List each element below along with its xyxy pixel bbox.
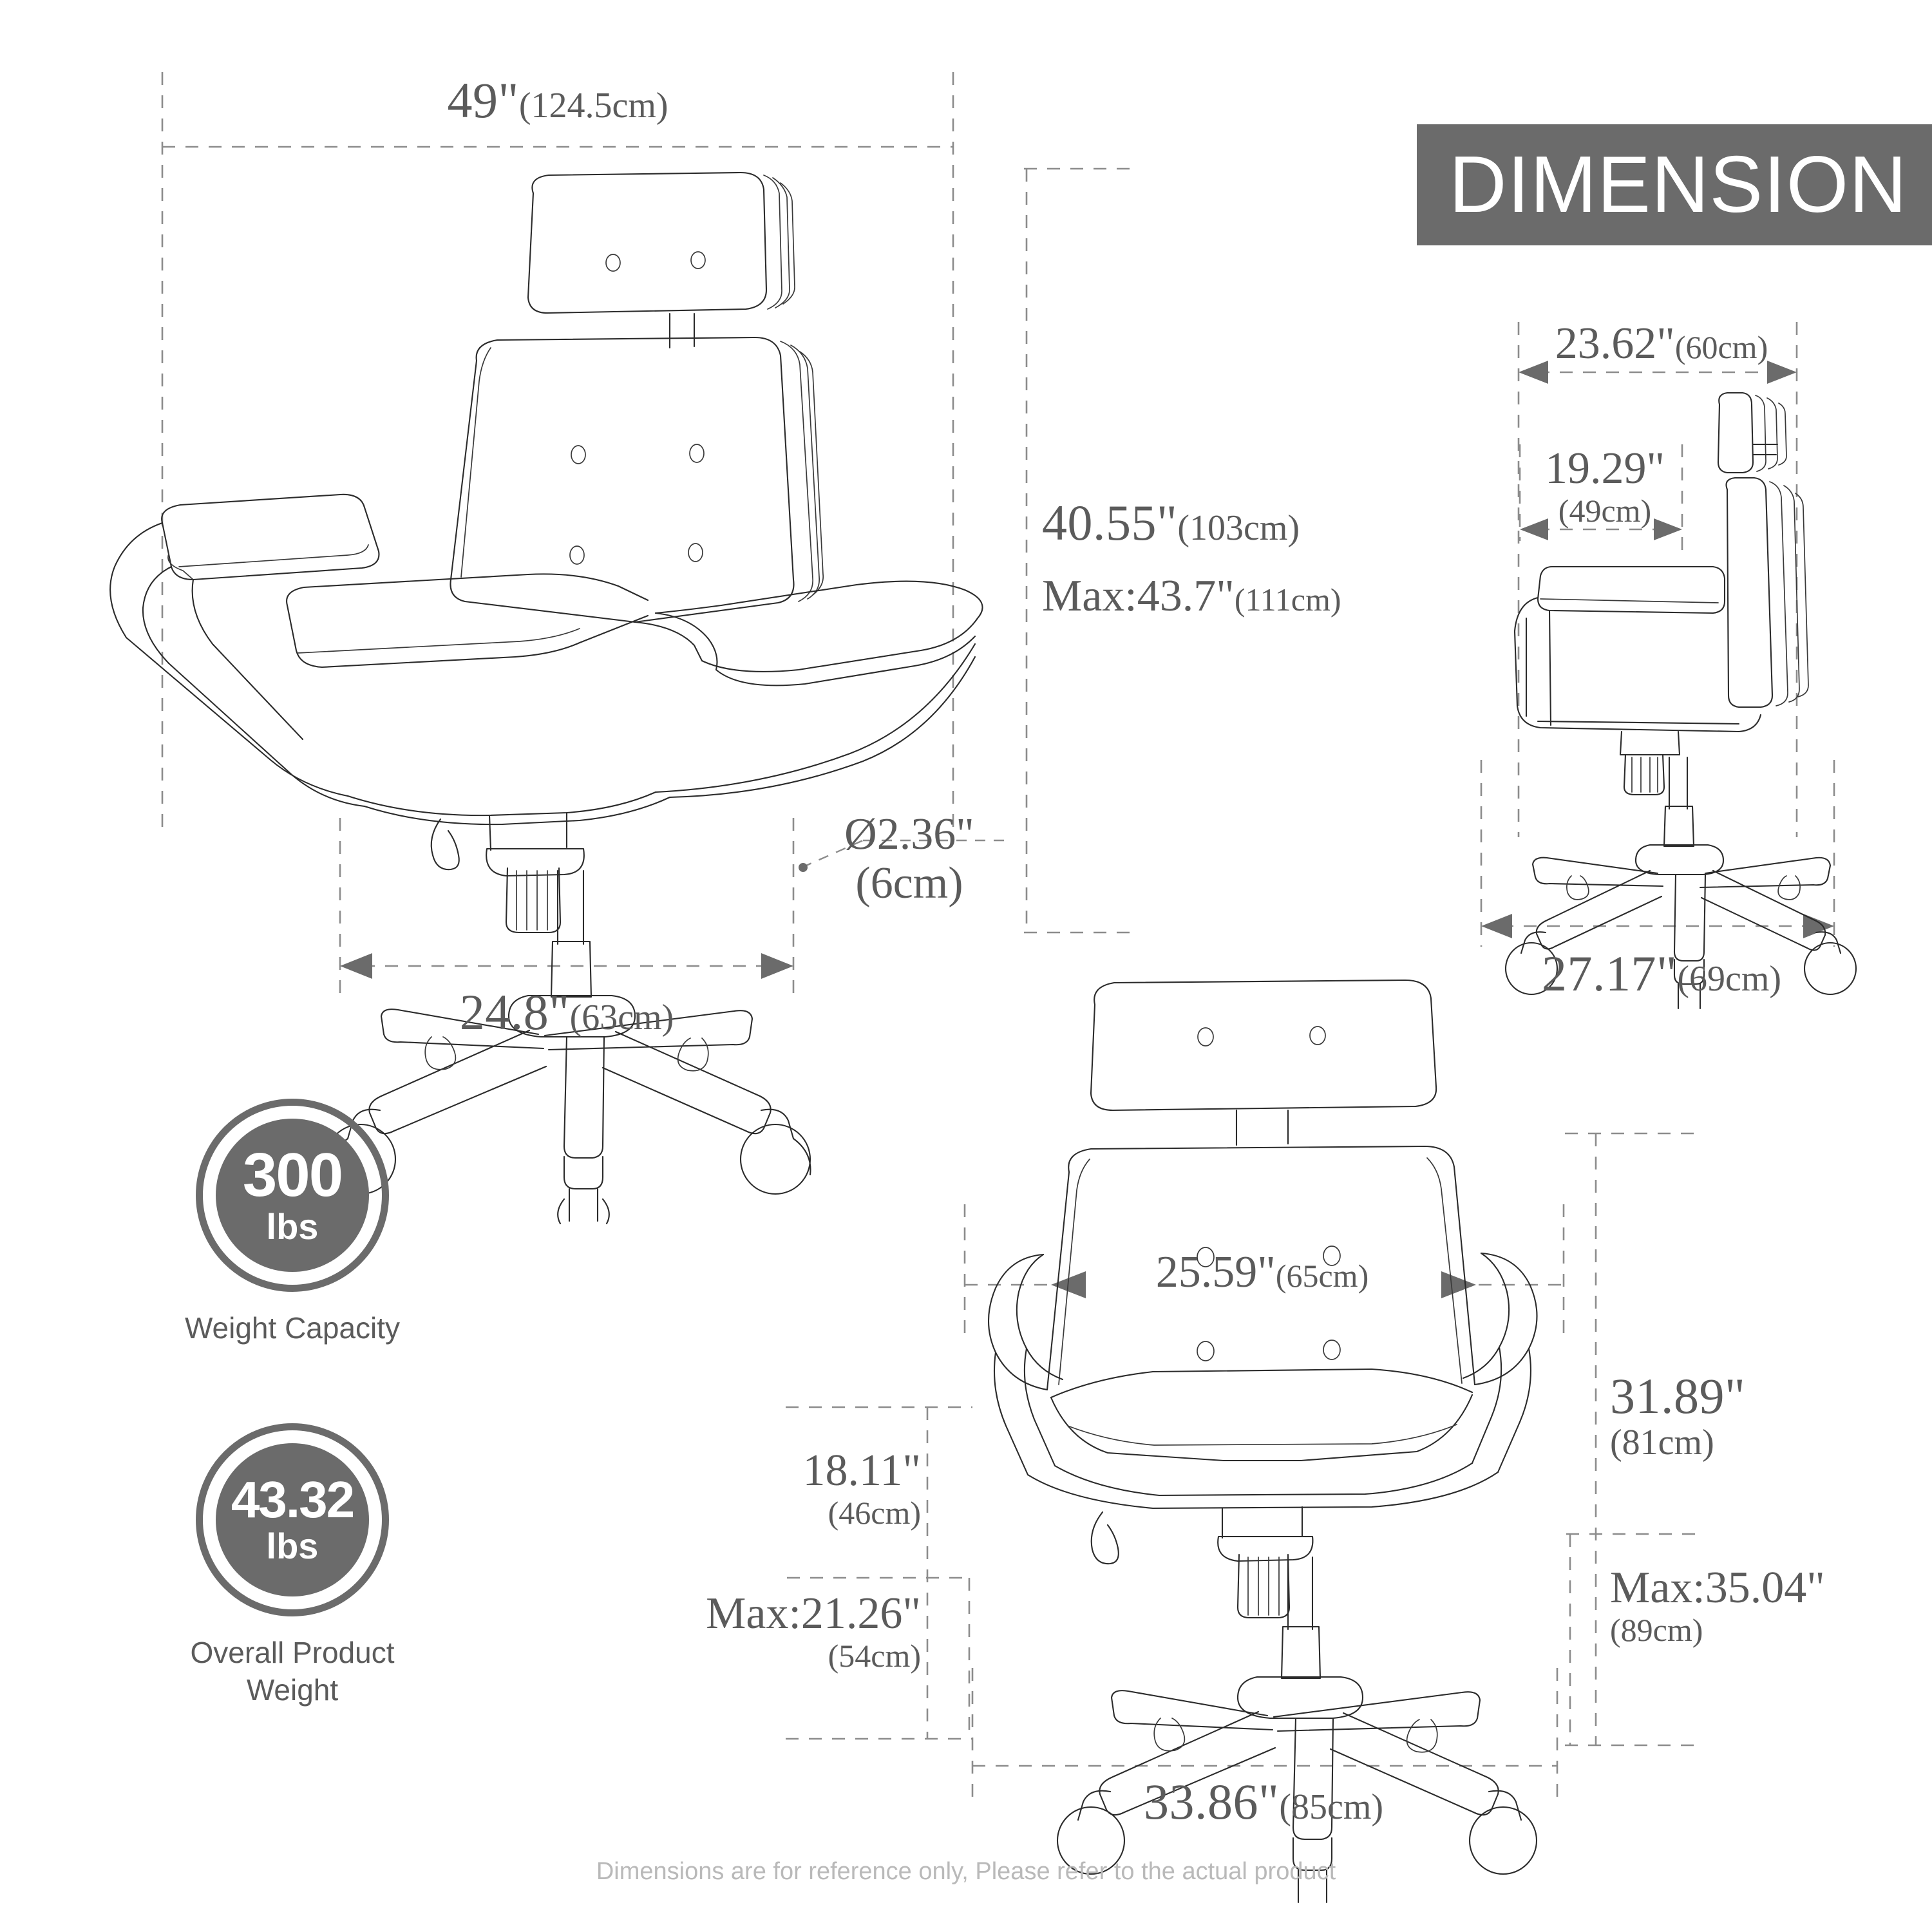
guide-front-overall-height-max [1566, 1533, 1700, 1745]
dim-front-overall-height: 31.89" (81cm) [1610, 1368, 1746, 1463]
dim-tq-caster-diameter: Ø2.36" (6cm) [844, 810, 974, 908]
product-weight-value: 43.32 [231, 1471, 355, 1528]
guide-front-seat-height-max [787, 1577, 972, 1739]
dim-front-seat-height-max: Max:21.26" (54cm) [706, 1589, 921, 1674]
dim-side-seat-depth-total: 23.62"(60cm) [1555, 319, 1768, 368]
dim-front-backrest-width: 25.59"(65cm) [1155, 1247, 1369, 1297]
badge-weight-capacity: 300 lbs Weight Capacity [164, 1099, 421, 1347]
product-weight-label: Overall Product Weight [190, 1636, 395, 1707]
product-weight-unit: lbs [266, 1526, 319, 1566]
weight-capacity-disc: 300 lbs [216, 1119, 369, 1272]
guide-tq-base-width [339, 818, 795, 995]
chair-illustration-side [1504, 392, 1857, 1010]
banner-title: DIMENSION [1449, 140, 1908, 229]
guide-front-overall-height [1565, 1132, 1700, 1747]
caster-right [739, 1108, 811, 1195]
caster-center [557, 1155, 610, 1225]
dim-front-overall-height-max: Max:35.04" (89cm) [1610, 1563, 1825, 1648]
weight-capacity-circle: 300 lbs [196, 1099, 389, 1292]
dim-front-seat-height: 18.11" (46cm) [802, 1446, 921, 1531]
dim-tq-overall-width: 49"(124.5cm) [447, 72, 668, 128]
weight-capacity-unit: lbs [266, 1206, 319, 1247]
product-weight-circle: 43.32 lbs [196, 1423, 389, 1616]
guide-tq-caster-leader [799, 839, 1012, 872]
guide-tq-height [1024, 167, 1140, 934]
dim-tq-base-width: 24.8"(63cm) [459, 984, 674, 1040]
dim-tq-overall-height-max: Max:43.7"(111cm) [1042, 571, 1341, 621]
product-weight-disc: 43.32 lbs [216, 1443, 369, 1596]
badge-product-weight: 43.32 lbs Overall Product Weight [164, 1423, 421, 1709]
guide-tq-width [161, 72, 954, 837]
guide-front-base-width [971, 1668, 1558, 1797]
chair-illustration-three-quarter [109, 171, 983, 1225]
guide-side-base-depth [1480, 760, 1835, 947]
dim-side-base-depth: 27.17"(69cm) [1541, 945, 1782, 1001]
dim-tq-overall-height: 40.55"(103cm) [1042, 495, 1300, 551]
weight-capacity-value: 300 [242, 1141, 343, 1210]
dimension-banner: DIMENSION [1417, 124, 1932, 245]
guide-side-seat-depth [1519, 444, 1683, 554]
dim-side-seat-depth: 19.29" (49cm) [1544, 444, 1665, 529]
chair-illustration-front [988, 979, 1538, 1904]
footer-disclaimer: Dimensions are for reference only, Pleas… [596, 1858, 1336, 1885]
weight-capacity-label: Weight Capacity [184, 1311, 401, 1345]
guide-front-seat-height [786, 1406, 972, 1740]
dim-front-base-width: 33.86"(85cm) [1143, 1774, 1384, 1830]
